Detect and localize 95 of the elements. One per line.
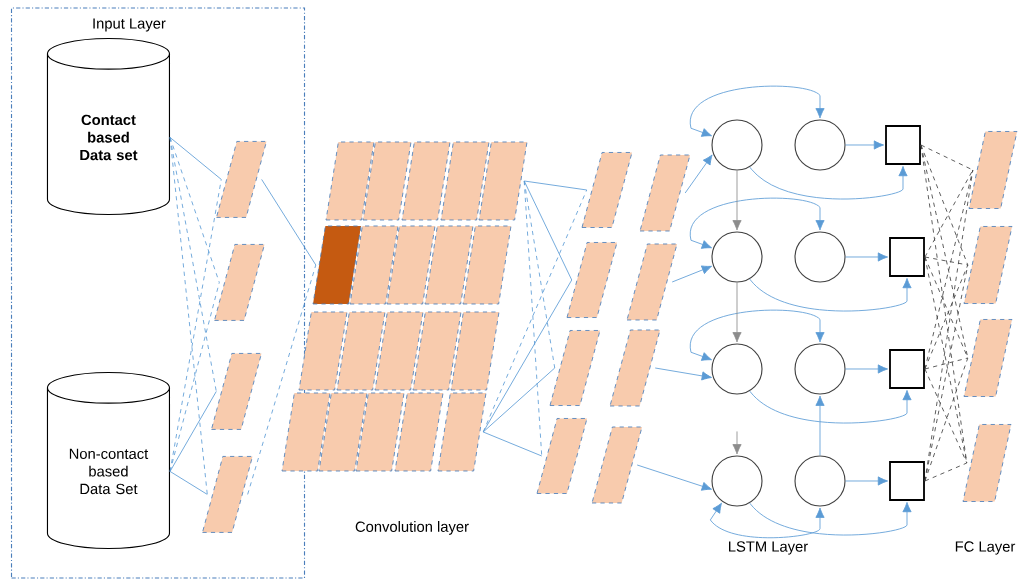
connection-line [924,169,974,482]
feature-map-parallelogram [450,311,500,391]
connection-line [169,282,220,472]
feature-map-parallelogram [374,311,424,391]
feature-map-parallelogram [325,141,375,221]
connection-line [924,357,969,370]
arrow [671,265,712,283]
feature-map-parallelogram [437,392,487,472]
arrow [709,502,825,539]
feature-map-parallelogram [394,392,444,472]
layer-label: LSTM Layer [729,541,808,555]
feature-map-parallelogram [216,141,267,218]
connection-line [482,431,543,457]
feature-map-parallelogram [211,353,262,430]
feature-map-parallelogram [412,311,462,391]
feature-map-parallelogram [626,243,678,321]
arrow [654,367,712,381]
feature-map-parallelogram [318,392,368,472]
feature-map-parallelogram [298,311,348,391]
connection-line [169,471,208,495]
connection-line [924,264,969,370]
feature-map-parallelogram [386,225,436,305]
neuron-circle [794,455,846,507]
feature-map-parallelogram [214,244,265,321]
connection-line [482,279,573,433]
connection-line [924,462,968,482]
layer-label: FC Layer [955,541,1016,555]
output-square [885,125,921,165]
arrow [749,166,908,200]
feature-map-parallelogram [549,330,601,406]
neuron-circle [711,119,763,171]
arrow [749,278,912,312]
arrow [732,282,742,343]
feature-map-parallelogram [478,141,528,221]
arrow [749,502,912,536]
feature-map-parallelogram [281,392,331,472]
feature-map-parallelogram [336,311,386,391]
database-cylinder: Non-contact based Data Set [46,372,171,550]
feature-map-parallelogram [536,418,588,494]
arrow [690,197,825,249]
feature-map-parallelogram [963,226,1013,304]
connection-line [261,179,317,266]
feature-map-parallelogram [968,131,1018,209]
arrow [732,431,742,455]
arrow [690,309,825,361]
connection-line [523,180,573,281]
arrow [845,476,888,486]
layer-label: Convolution layer [355,521,469,535]
feature-map-parallelogram [609,329,661,407]
arrow [845,140,884,150]
connection-line [169,391,217,472]
neuron-circle [794,343,846,395]
feature-map-parallelogram [312,225,362,305]
connection-line [924,256,969,359]
database-cylinder: Contact based Data set [46,38,171,216]
connection-line [924,357,969,482]
connection-line [924,368,968,464]
feature-map-parallelogram [566,242,618,318]
feature-map-parallelogram [424,225,474,305]
arrow [684,154,713,194]
neuron-circle [794,231,846,283]
connection-line [920,144,969,266]
output-square [889,349,925,389]
connection-line [523,180,588,191]
arrow [845,252,888,262]
feature-map-parallelogram [440,141,490,221]
connection-line [482,367,556,433]
arrow [845,364,888,374]
feature-map-parallelogram [362,141,412,221]
arrow [732,170,742,231]
neuron-circle [711,455,763,507]
feature-map-parallelogram [355,392,405,472]
arrow [749,390,912,424]
neuron-circle [711,231,763,283]
feature-map-parallelogram [401,141,451,221]
connection-line [920,144,974,171]
arrow [690,85,825,137]
feature-map-parallelogram [962,424,1012,502]
feature-map-parallelogram [202,456,253,533]
feature-map-parallelogram [591,426,643,504]
connection-line [169,137,222,180]
output-square [889,461,925,501]
connection-line [924,169,974,258]
feature-map-parallelogram [581,152,633,228]
connection-line [920,144,968,464]
feature-map-parallelogram [639,154,691,232]
arrow [636,464,712,491]
feature-map-parallelogram [349,225,399,305]
neuron-circle [711,343,763,395]
neuron-circle [794,119,846,171]
output-square [889,237,925,277]
arrow [815,395,825,456]
connection-line [924,256,969,266]
feature-map-parallelogram [963,319,1013,397]
feature-map-parallelogram [462,225,512,305]
